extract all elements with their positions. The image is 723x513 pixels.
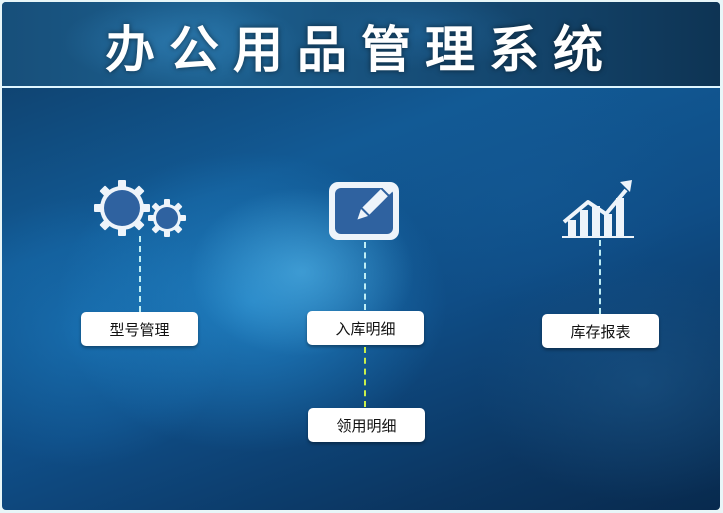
chart-icon[interactable] — [560, 176, 636, 240]
connector-line — [599, 240, 601, 314]
connector-line — [364, 347, 366, 407]
connector-line — [139, 236, 141, 312]
header-divider — [2, 86, 720, 88]
inventory-report-label: 库存报表 — [570, 322, 631, 341]
connector-line — [364, 242, 366, 310]
issue-details-button[interactable]: 领用明细 — [308, 408, 425, 442]
issue-details-label: 领用明细 — [336, 416, 397, 435]
model-management-label: 型号管理 — [109, 320, 170, 339]
app-title: 办公用品管理系统 — [105, 20, 617, 79]
header-banner: 办公用品管理系统 — [2, 2, 720, 86]
model-management-button[interactable]: 型号管理 — [81, 312, 198, 346]
inventory-report-button[interactable]: 库存报表 — [542, 314, 659, 348]
gears-icon[interactable] — [92, 178, 188, 238]
inbound-details-button[interactable]: 入库明细 — [307, 311, 424, 345]
edit-icon[interactable] — [327, 178, 403, 242]
inbound-details-label: 入库明细 — [335, 319, 396, 338]
